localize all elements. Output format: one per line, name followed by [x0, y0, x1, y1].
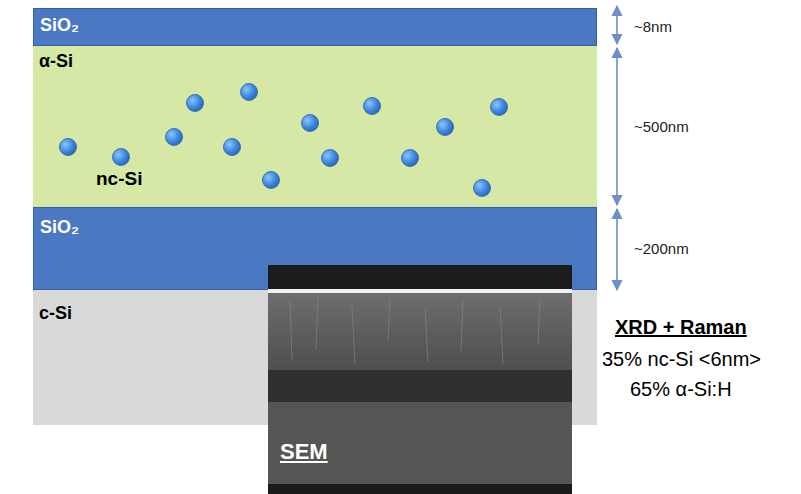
analysis-result: 65% α-Si:H [630, 378, 732, 401]
thickness-label: ~8nm [634, 18, 672, 35]
analysis-heading: XRD + Raman [615, 316, 747, 339]
thickness-label: ~200nm [634, 240, 689, 257]
layer-name: SEM [280, 440, 328, 464]
layer-name: α-Si [39, 52, 73, 72]
thickness-label: ~500nm [634, 118, 689, 135]
oxide-layer: SiO₂ [33, 8, 597, 46]
layer-name: SiO₂ [40, 218, 79, 238]
layer-name: SiO₂ [40, 16, 79, 36]
analysis-result: 35% nc-Si <6nm> [602, 348, 761, 371]
layer-name: c-Si [39, 304, 72, 324]
particle-label: nc-Si [96, 168, 142, 190]
